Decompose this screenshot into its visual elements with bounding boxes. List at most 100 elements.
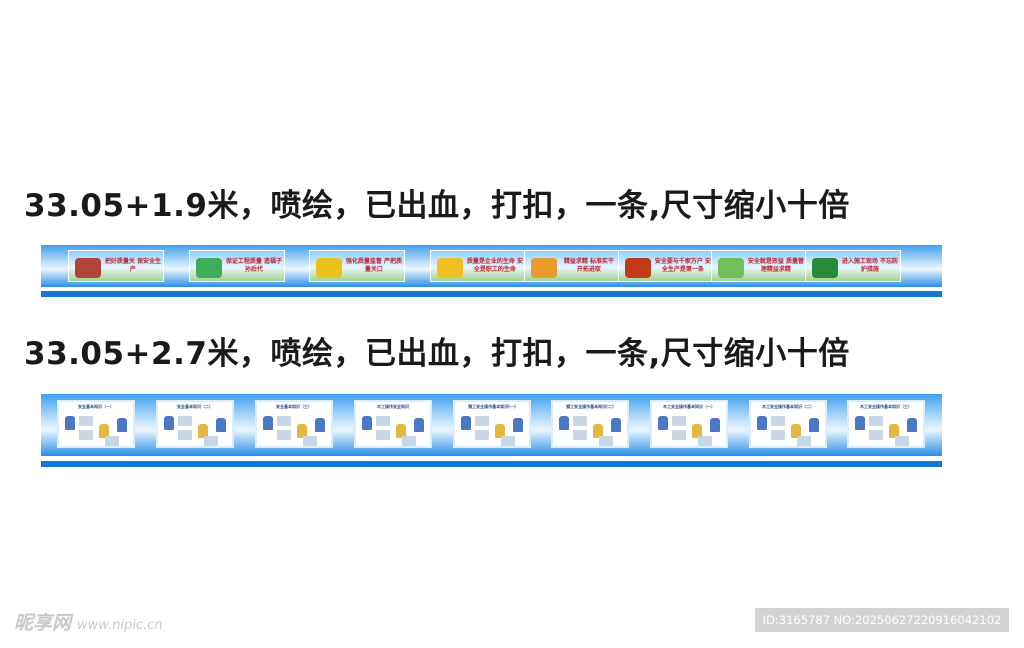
watermark-id-box: ID:3165787 NO:20250627220916042102 [755, 608, 1009, 632]
safety-slogan-banner: 把好质量关 保安全生产 [68, 250, 164, 282]
banner-slogan-text: 安全要与千家万户 安全生产是第一条 [654, 258, 711, 273]
worker-illustration [164, 416, 174, 430]
banner-slogan-text: 安全就是效益 质量管理精益求精 [747, 258, 804, 273]
worker-illustration [117, 418, 127, 432]
worker-illustration [692, 424, 702, 438]
worker-illustration [461, 416, 471, 430]
safety-knowledge-board: 木工操作安全知识 [354, 400, 432, 448]
board-picture [204, 436, 218, 446]
board-picture [573, 416, 587, 426]
board-title: 钢工安全操作基本知识(一) [468, 404, 516, 409]
safety-slogan-banner: 质量是企业的生命 安全是职工的生命 [430, 250, 526, 282]
board-title: 木工安全操作基本知识（一） [663, 404, 715, 409]
safety-knowledge-board: 钢工安全操作基本知识(一) [453, 400, 531, 448]
board-picture [501, 436, 515, 446]
board-title: 木工操作安全知识 [377, 404, 409, 409]
worker-illustration [889, 424, 899, 438]
banner-slogan-text: 强化质量监督 严把质量关口 [345, 258, 402, 273]
safety-slogan-banner: 安全要与千家万户 安全生产是第一条 [618, 250, 714, 282]
safety-knowledge-board: 钢工安全操作基本知识(二) [551, 400, 629, 448]
board-picture [599, 436, 613, 446]
worker-illustration [809, 418, 819, 432]
board-title: 安全基本知识（一） [78, 404, 114, 409]
board-picture [573, 430, 587, 440]
worker-illustration [611, 418, 621, 432]
board-picture [178, 430, 192, 440]
banner-strip-tall: 安全基本知识（一） 安全基本知识（二） 安全基本知识（三） 木工操作安全知识 钢工安全操… [41, 394, 942, 467]
board-picture [303, 436, 317, 446]
strip-base-line [41, 291, 942, 297]
safety-knowledge-board: 安全基本知识（三） [255, 400, 333, 448]
board-picture [376, 430, 390, 440]
safety-knowledge-board: 安全基本知识（一） [57, 400, 135, 448]
worker-illustration [791, 424, 801, 438]
worker-illustration [907, 418, 917, 432]
board-picture [475, 416, 489, 426]
board-picture [771, 416, 785, 426]
watermark-url: www.nipic.cn [77, 618, 163, 633]
board-picture [277, 430, 291, 440]
worker-illustration [216, 418, 226, 432]
banner-illustration [316, 258, 342, 278]
board-picture [869, 430, 883, 440]
banner-slogan-text: 保证工程质量 造福子孙后代 [225, 258, 282, 273]
banner-illustration [437, 258, 463, 278]
banner-illustration [531, 258, 557, 278]
safety-knowledge-board: 安全基本知识（二） [156, 400, 234, 448]
worker-illustration [65, 416, 75, 430]
worker-illustration [513, 418, 523, 432]
banner-slogan-text: 精益求精 标准实干 开拓进取 [563, 258, 614, 273]
strip-base-line [41, 461, 942, 467]
board-title: 木工安全操作基本知识（二） [762, 404, 814, 409]
board-picture [178, 416, 192, 426]
safety-knowledge-board: 木工安全操作基本知识（三） [847, 400, 925, 448]
worker-illustration [263, 416, 273, 430]
banner-illustration [812, 258, 838, 278]
banner-slogan-text: 质量是企业的生命 安全是职工的生命 [466, 258, 523, 273]
safety-slogan-banner: 保证工程质量 造福子孙后代 [189, 250, 285, 282]
board-picture [672, 430, 686, 440]
worker-illustration [559, 416, 569, 430]
board-picture [895, 436, 909, 446]
worker-illustration [658, 416, 668, 430]
watermark-logo: 昵享网 www.nipic.cn [14, 608, 163, 635]
board-title: 安全基本知识（三） [276, 404, 312, 409]
worker-illustration [710, 418, 720, 432]
worker-illustration [198, 424, 208, 438]
board-picture [402, 436, 416, 446]
print-spec-heading-2: 33.05+2.7米，喷绘，已出血，打扣，一条,尺寸缩小十倍 [24, 336, 850, 372]
board-title: 木工安全操作基本知识（三） [860, 404, 912, 409]
safety-knowledge-board: 木工安全操作基本知识（二） [749, 400, 827, 448]
worker-illustration [855, 416, 865, 430]
worker-illustration [396, 424, 406, 438]
board-picture [277, 416, 291, 426]
board-picture [698, 436, 712, 446]
banner-illustration [75, 258, 101, 278]
safety-slogan-banner: 进入施工现场 不忘防护措施 [805, 250, 901, 282]
banner-illustration [718, 258, 744, 278]
board-picture [475, 430, 489, 440]
board-title: 钢工安全操作基本知识(二) [566, 404, 614, 409]
print-spec-heading-1: 33.05+1.9米，喷绘，已出血，打扣，一条,尺寸缩小十倍 [24, 188, 850, 224]
safety-slogan-banner: 强化质量监督 严把质量关口 [309, 250, 405, 282]
board-picture [79, 416, 93, 426]
safety-knowledge-board: 木工安全操作基本知识（一） [650, 400, 728, 448]
banner-slogan-text: 进入施工现场 不忘防护措施 [841, 258, 898, 273]
watermark-logo-text: 昵享网 [14, 612, 72, 634]
safety-slogan-banner: 安全就是效益 质量管理精益求精 [711, 250, 807, 282]
worker-illustration [495, 424, 505, 438]
banner-slogan-text: 把好质量关 保安全生产 [104, 258, 161, 273]
worker-illustration [297, 424, 307, 438]
board-picture [797, 436, 811, 446]
worker-illustration [593, 424, 603, 438]
banner-illustration [625, 258, 651, 278]
safety-slogan-banner: 精益求精 标准实干 开拓进取 [524, 250, 620, 282]
banner-illustration [196, 258, 222, 278]
worker-illustration [99, 424, 109, 438]
board-picture [376, 416, 390, 426]
banner-strip-short: 把好质量关 保安全生产 保证工程质量 造福子孙后代 强化质量监督 严把质量关口 质量是… [41, 245, 942, 297]
board-picture [105, 436, 119, 446]
worker-illustration [315, 418, 325, 432]
board-picture [771, 430, 785, 440]
worker-illustration [757, 416, 767, 430]
